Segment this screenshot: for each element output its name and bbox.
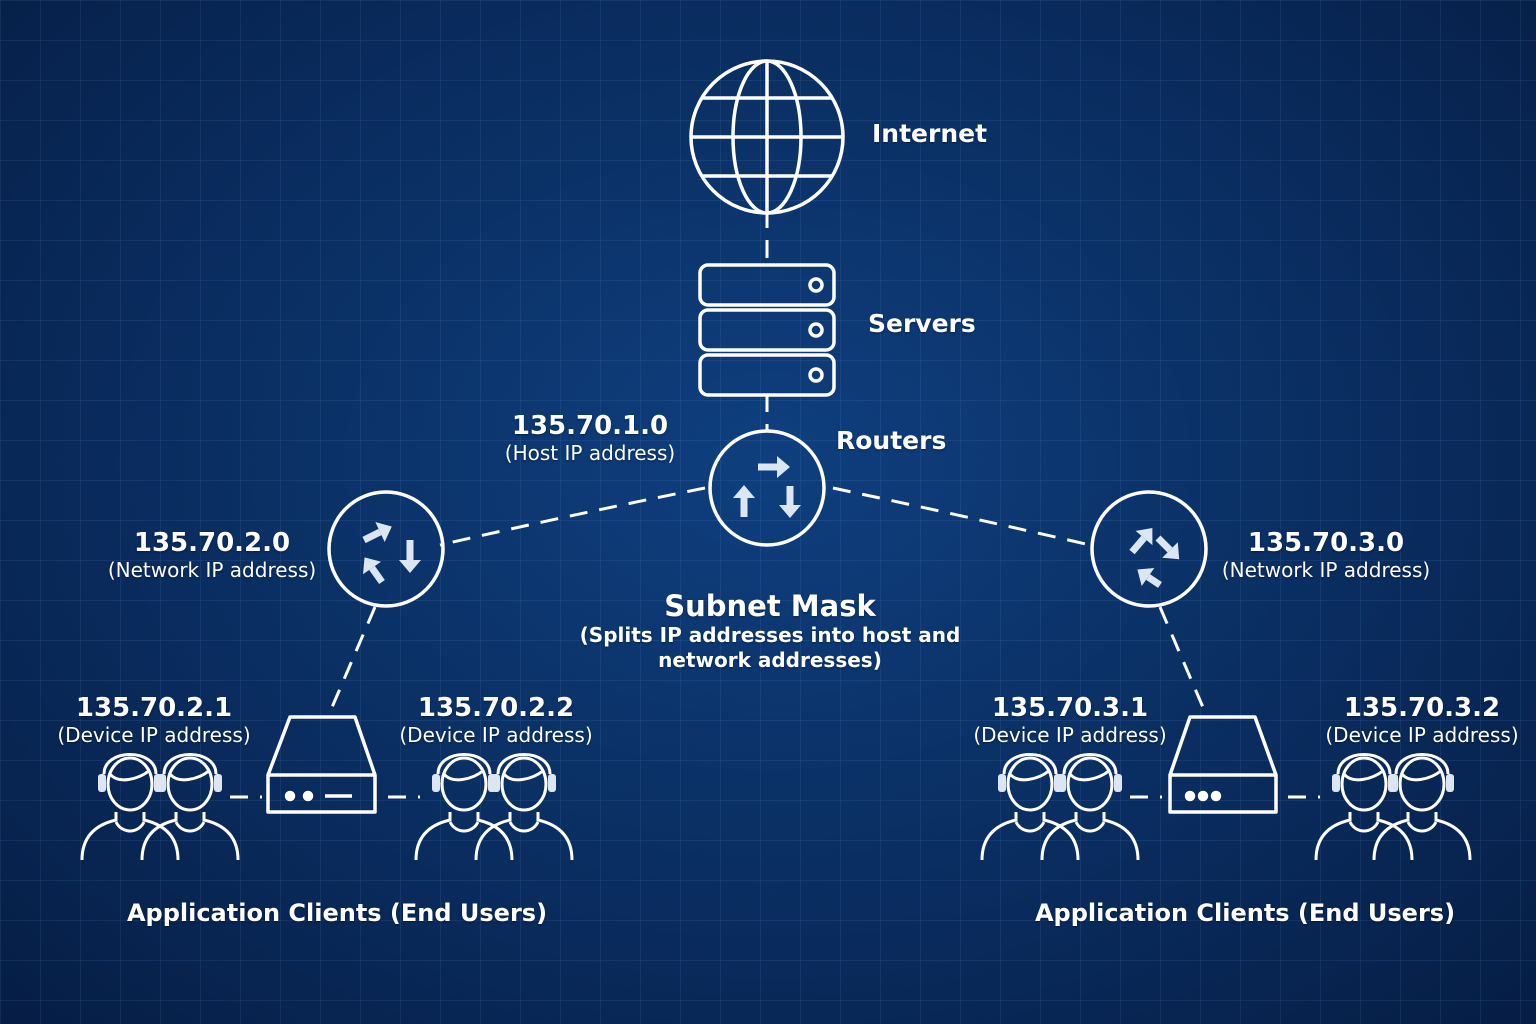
clients-label-left: Application Clients (End Users) (126, 899, 548, 927)
router-icon-center (708, 429, 826, 547)
device-2-1-address: 135.70.2.1 (Device IP address) (57, 693, 251, 747)
globe-icon (689, 59, 845, 215)
subnet-mask-block: Subnet Mask (Splits IP addresses into ho… (579, 589, 961, 673)
user-group-right-a (980, 753, 1140, 862)
device-3-2-ip: 135.70.3.2 (1343, 693, 1501, 723)
device-3-2-address: 135.70.3.2 (Device IP address) (1325, 693, 1519, 747)
network-2-ip: 135.70.2.0 (133, 528, 291, 558)
device-3-1-ip: 135.70.3.1 (991, 693, 1149, 723)
network-3-ip: 135.70.3.0 (1247, 528, 1405, 558)
device-2-2-ip: 135.70.2.2 (417, 693, 575, 723)
link-right-router-switch (1158, 606, 1207, 713)
user-group-left-b (414, 753, 574, 862)
network-3-ip-desc: (Network IP address) (1221, 557, 1431, 582)
host-ip-desc: (Host IP address) (504, 440, 676, 465)
device-2-2-address: 135.70.2.2 (Device IP address) (399, 693, 593, 747)
device-3-1-desc: (Device IP address) (973, 722, 1167, 747)
network-2-ip-desc: (Network IP address) (107, 557, 317, 582)
servers-label: Servers (868, 309, 976, 338)
routers-label: Routers (836, 426, 947, 455)
network-3-address: 135.70.3.0 (Network IP address) (1221, 528, 1431, 582)
device-2-2-desc: (Device IP address) (399, 722, 593, 747)
user-group-left-a (80, 753, 240, 862)
clients-label-right: Application Clients (End Users) (1034, 899, 1456, 927)
device-3-1-address: 135.70.3.1 (Device IP address) (973, 693, 1167, 747)
server-rack-icon (698, 263, 836, 397)
network-2-address: 135.70.2.0 (Network IP address) (107, 528, 317, 582)
device-2-1-ip: 135.70.2.1 (75, 693, 233, 723)
router-icon-right (1090, 490, 1208, 608)
host-address: 135.70.1.0 (Host IP address) (504, 411, 676, 465)
switch-icon-right (1168, 715, 1278, 814)
link-left-router-switch (328, 606, 377, 713)
switch-icon-left (266, 715, 377, 814)
user-group-right-b (1314, 753, 1472, 862)
subnet-mask-title: Subnet Mask (664, 589, 876, 623)
internet-label: Internet (872, 119, 988, 148)
router-icon-left (327, 490, 445, 608)
subnet-mask-desc-line2: network addresses) (658, 648, 882, 673)
link-router-right (832, 486, 1091, 547)
link-router-left (439, 486, 706, 547)
subnet-mask-desc-line1: (Splits IP addresses into host and (579, 623, 961, 648)
host-ip: 135.70.1.0 (511, 411, 669, 441)
connection-lines (230, 210, 1320, 799)
device-3-2-desc: (Device IP address) (1325, 722, 1519, 747)
device-2-1-desc: (Device IP address) (57, 722, 251, 747)
